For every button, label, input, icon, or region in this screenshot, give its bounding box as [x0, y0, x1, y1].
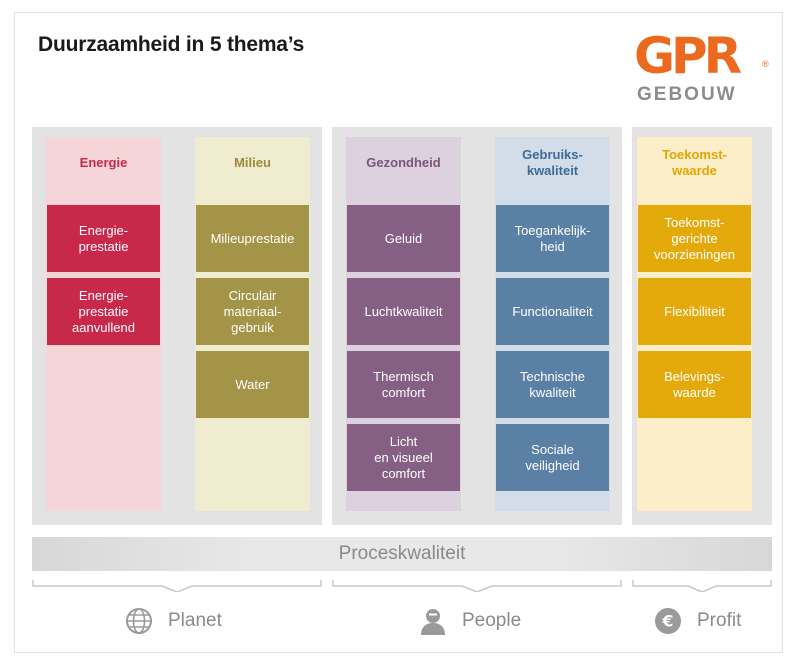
theme-column-header: Energie [79, 155, 128, 170]
theme-item-box: Milieuprestatie [196, 205, 309, 272]
theme-item-box: Energie- prestatie [47, 205, 160, 272]
theme-item-box: Energie- prestatie aanvullend [47, 278, 160, 345]
theme-item-box: Sociale veiligheid [496, 424, 609, 491]
person-icon [421, 609, 445, 635]
pillar-profit: € Profit [653, 606, 741, 636]
gpr-gebouw-logo: GPR ® GEBOUW [634, 27, 778, 107]
theme-item-box: Circulair materiaal- gebruik [196, 278, 309, 345]
theme-item-box: Flexibiliteit [638, 278, 751, 345]
logo-registered-mark: ® [762, 59, 769, 69]
theme-item-box: Water [196, 351, 309, 418]
logo-main-text: GPR [634, 27, 742, 85]
theme-column-header: Gebruiks- kwaliteit [522, 147, 583, 178]
theme-column-header: Milieu [234, 155, 271, 170]
pillar-planet: Planet [124, 606, 222, 636]
process-quality-bar: Proceskwaliteit [32, 537, 772, 571]
pillar-people: People [418, 606, 521, 636]
page-title: Duurzaamheid in 5 thema’s [38, 33, 305, 56]
euro-icon: € [655, 608, 681, 634]
pillar-label-planet: Planet [168, 610, 222, 631]
globe-icon [126, 608, 152, 634]
logo-sub-text: GEBOUW [637, 84, 737, 105]
theme-item-box: Luchtkwaliteit [347, 278, 460, 345]
theme-column-header: Gezondheid [366, 155, 441, 170]
people-bracket [332, 580, 622, 592]
theme-item-box: Toekomst- gerichte voorzieningen [638, 205, 751, 272]
theme-column-header: Toekomst- waarde [662, 147, 727, 178]
theme-item-box: Functionaliteit [496, 278, 609, 345]
theme-item-box: Technische kwaliteit [496, 351, 609, 418]
theme-item-box: Toegankelijk- heid [496, 205, 609, 272]
theme-item-box: Thermisch comfort [347, 351, 460, 418]
pillar-label-people: People [462, 610, 522, 631]
svg-text:€: € [661, 612, 673, 631]
theme-item-box: Belevings- waarde [638, 351, 751, 418]
theme-item-box: Geluid [347, 205, 460, 272]
profit-bracket [632, 580, 772, 592]
planet-bracket [32, 580, 322, 592]
pillar-label-profit: Profit [697, 610, 742, 631]
theme-item-box: Licht en visueel comfort [347, 424, 460, 491]
